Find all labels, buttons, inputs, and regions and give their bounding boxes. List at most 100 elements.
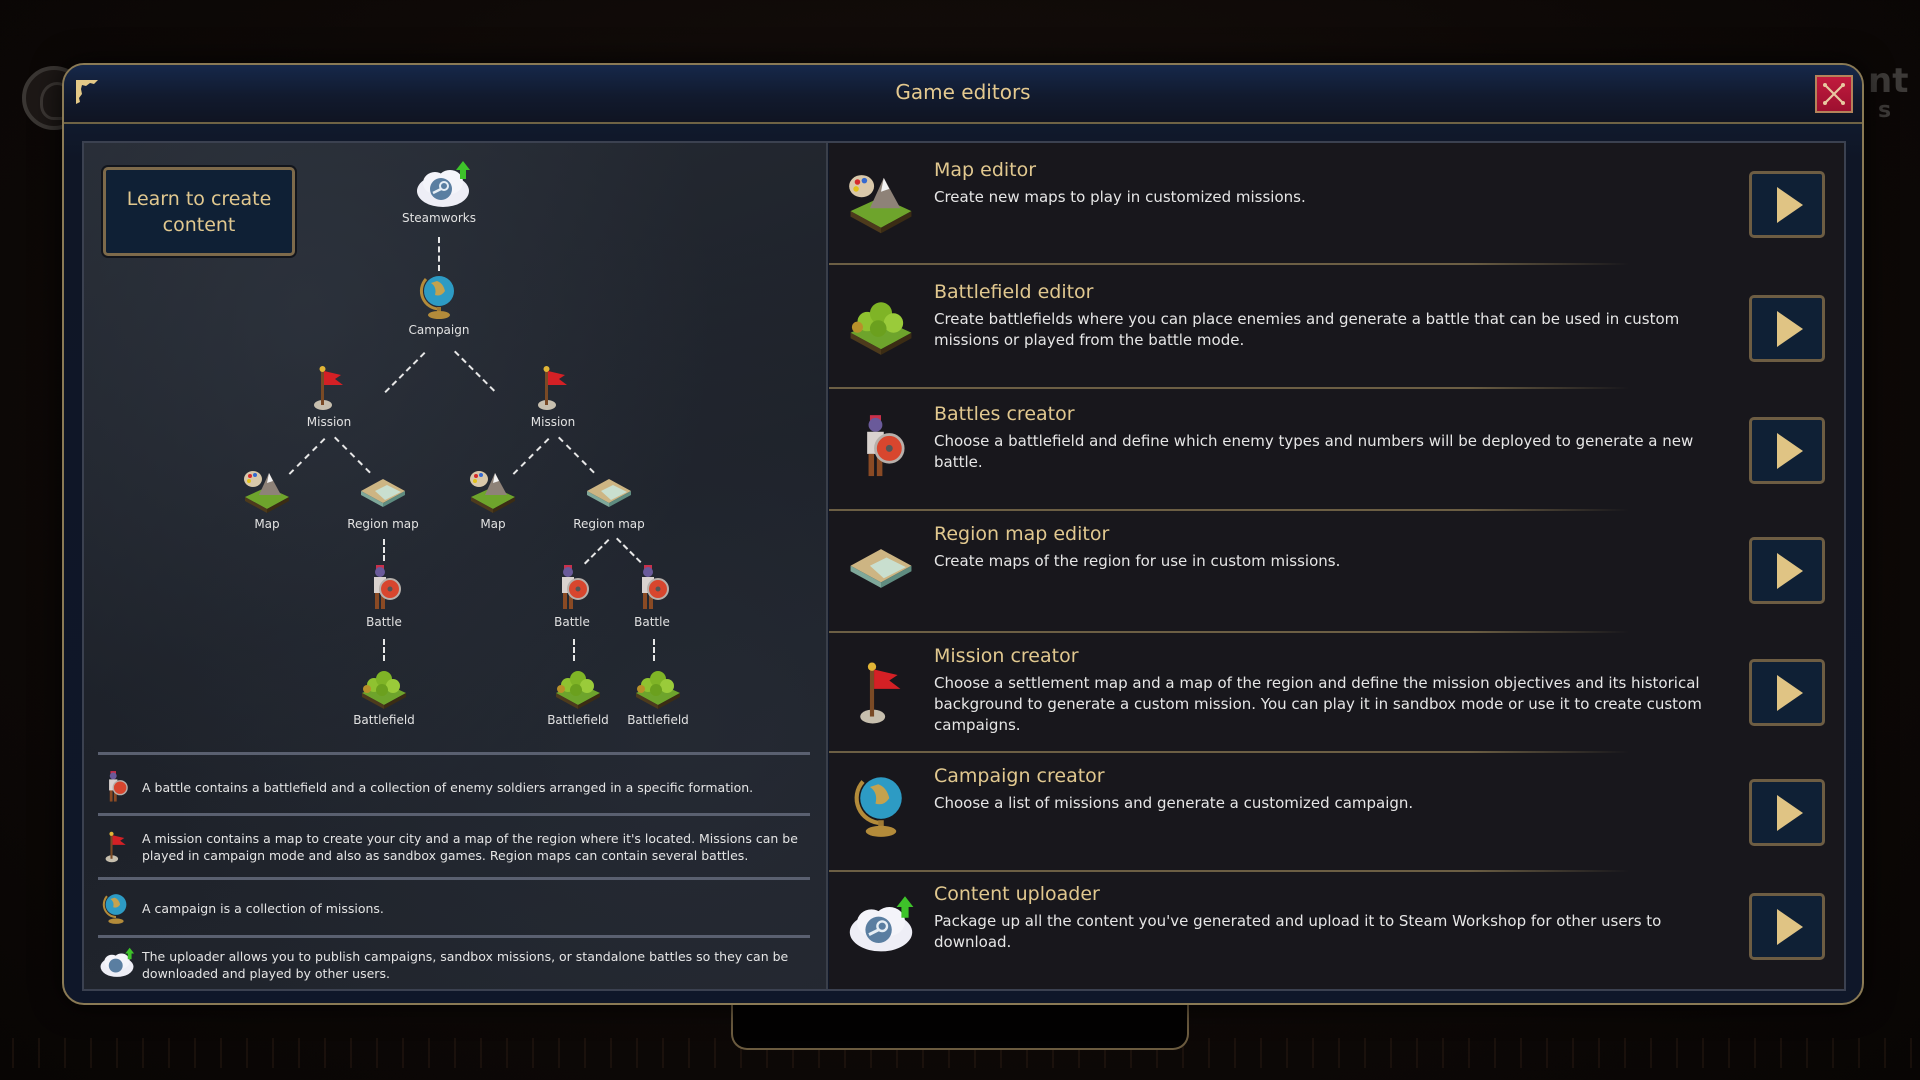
editor-description: Choose a settlement map and a map of the… bbox=[934, 674, 1702, 734]
tree-node-region-map: Region map bbox=[549, 465, 669, 531]
play-triangle-icon bbox=[1777, 908, 1803, 945]
learn-to-create-content-button[interactable]: Learn to create content bbox=[103, 167, 295, 256]
soldier-shield-icon bbox=[845, 411, 917, 483]
region-map-icon bbox=[845, 529, 917, 601]
editor-row-map-editor: Map editor Create new maps to play in cu… bbox=[829, 143, 1844, 265]
node-label: Battle bbox=[634, 615, 670, 629]
map-palette-icon bbox=[241, 465, 293, 513]
editor-description: Create new maps to play in customized mi… bbox=[934, 188, 1306, 206]
red-flag-icon bbox=[527, 363, 579, 411]
row-separator bbox=[829, 631, 1629, 633]
globe-icon bbox=[98, 888, 134, 928]
editor-description: Package up all the content you've genera… bbox=[934, 912, 1662, 951]
soldier-shield-icon bbox=[626, 563, 678, 611]
node-label: Map bbox=[254, 517, 280, 531]
editor-row-battles-creator: Battles creator Choose a battlefield and… bbox=[829, 389, 1844, 511]
open-battles-creator-button[interactable] bbox=[1749, 417, 1825, 484]
tree-node-battlefield: Battlefield bbox=[518, 661, 638, 727]
node-label: Region map bbox=[347, 517, 419, 531]
legend-text: A battle contains a battlefield and a co… bbox=[142, 779, 754, 795]
editor-title: Map editor bbox=[934, 159, 1037, 181]
background-text-fragment: nt s bbox=[1868, 64, 1920, 126]
legend-item-battle: A battle contains a battlefield and a co… bbox=[98, 761, 810, 813]
node-label: Battlefield bbox=[547, 713, 609, 727]
background-text-line2: s bbox=[1878, 98, 1892, 123]
close-x-icon bbox=[1823, 83, 1845, 105]
row-separator bbox=[829, 509, 1629, 511]
dialog-content: Learn to create content bbox=[82, 141, 1846, 991]
connector-line bbox=[454, 350, 496, 392]
node-label: Battlefield bbox=[627, 713, 689, 727]
editor-description: Choose a list of missions and generate a… bbox=[934, 794, 1414, 812]
tree-node-mission: Mission bbox=[269, 363, 389, 429]
connector-line bbox=[384, 352, 426, 394]
legend-text: A campaign is a collection of missions. bbox=[142, 900, 384, 916]
red-flag-icon bbox=[303, 363, 355, 411]
node-label: Campaign bbox=[408, 323, 470, 337]
legend-text: The uploader allows you to publish campa… bbox=[142, 949, 789, 981]
play-triangle-icon bbox=[1777, 432, 1803, 469]
play-triangle-icon bbox=[1777, 674, 1803, 711]
forest-tile-icon bbox=[632, 661, 684, 709]
soldier-shield-icon bbox=[546, 563, 598, 611]
editor-title: Content uploader bbox=[934, 883, 1100, 905]
row-separator bbox=[829, 870, 1629, 872]
bottom-hud-tab bbox=[731, 1002, 1189, 1050]
tree-node-campaign: Campaign bbox=[379, 271, 499, 337]
open-region-map-editor-button[interactable] bbox=[1749, 537, 1825, 604]
close-button[interactable] bbox=[1815, 75, 1853, 113]
open-battlefield-editor-button[interactable] bbox=[1749, 295, 1825, 362]
node-label: Map bbox=[480, 517, 506, 531]
tree-node-mission: Mission bbox=[493, 363, 613, 429]
editor-title: Mission creator bbox=[934, 645, 1079, 667]
game-editors-dialog: Game editors Learn to create content bbox=[62, 63, 1864, 1005]
tree-node-battle: Battle bbox=[512, 563, 632, 629]
editor-row-region-map-editor: Region map editor Create maps of the reg… bbox=[829, 511, 1844, 633]
editor-title: Region map editor bbox=[934, 523, 1110, 545]
open-campaign-creator-button[interactable] bbox=[1749, 779, 1825, 846]
open-mission-creator-button[interactable] bbox=[1749, 659, 1825, 726]
tree-node-battle: Battle bbox=[592, 563, 712, 629]
tree-node-map: Map bbox=[433, 465, 553, 531]
background-text-line1: nt bbox=[1868, 61, 1909, 101]
legend-item-uploader: The uploader allows you to publish campa… bbox=[98, 940, 810, 990]
editor-row-mission-creator: Mission creator Choose a settlement map … bbox=[829, 633, 1844, 753]
node-label: Mission bbox=[306, 415, 352, 429]
legend-divider bbox=[98, 935, 810, 938]
legend-item-campaign: A campaign is a collection of missions. bbox=[98, 883, 810, 933]
steam-cloud-upload-icon bbox=[845, 893, 917, 965]
tree-node-battle: Battle bbox=[324, 563, 444, 629]
tree-node-battlefield: Battlefield bbox=[598, 661, 718, 727]
forest-tile-icon bbox=[845, 287, 917, 359]
editor-row-content-uploader: Content uploader Package up all the cont… bbox=[829, 871, 1844, 989]
connector-line bbox=[438, 237, 440, 271]
map-palette-icon bbox=[845, 165, 917, 237]
soldier-shield-icon bbox=[98, 767, 134, 807]
globe-icon bbox=[413, 271, 465, 319]
editor-description: Create battlefields where you can place … bbox=[934, 310, 1680, 349]
map-palette-icon bbox=[467, 465, 519, 513]
open-map-editor-button[interactable] bbox=[1749, 171, 1825, 238]
node-label: Battle bbox=[366, 615, 402, 629]
steam-cloud-upload-icon bbox=[413, 159, 470, 207]
node-label: Region map bbox=[573, 517, 645, 531]
dialog-title: Game editors bbox=[895, 80, 1031, 104]
corner-ornament-icon bbox=[76, 80, 98, 104]
tree-node-region-map: Region map bbox=[323, 465, 443, 531]
editor-title: Campaign creator bbox=[934, 765, 1105, 787]
soldier-shield-icon bbox=[358, 563, 410, 611]
connector-line bbox=[616, 537, 642, 564]
editor-description: Create maps of the region for use in cus… bbox=[934, 552, 1341, 570]
region-map-icon bbox=[357, 465, 409, 513]
editor-title: Battles creator bbox=[934, 403, 1075, 425]
region-map-icon bbox=[583, 465, 635, 513]
tree-node-steamworks: Steamworks bbox=[379, 159, 499, 225]
connector-line bbox=[573, 639, 575, 661]
forest-tile-icon bbox=[552, 661, 604, 709]
open-content-uploader-button[interactable] bbox=[1749, 893, 1825, 960]
steam-cloud-upload-icon bbox=[98, 945, 135, 985]
tree-node-battlefield: Battlefield bbox=[324, 661, 444, 727]
row-separator bbox=[829, 263, 1629, 265]
editors-list: Map editor Create new maps to play in cu… bbox=[829, 143, 1844, 989]
legend-divider bbox=[98, 752, 810, 755]
